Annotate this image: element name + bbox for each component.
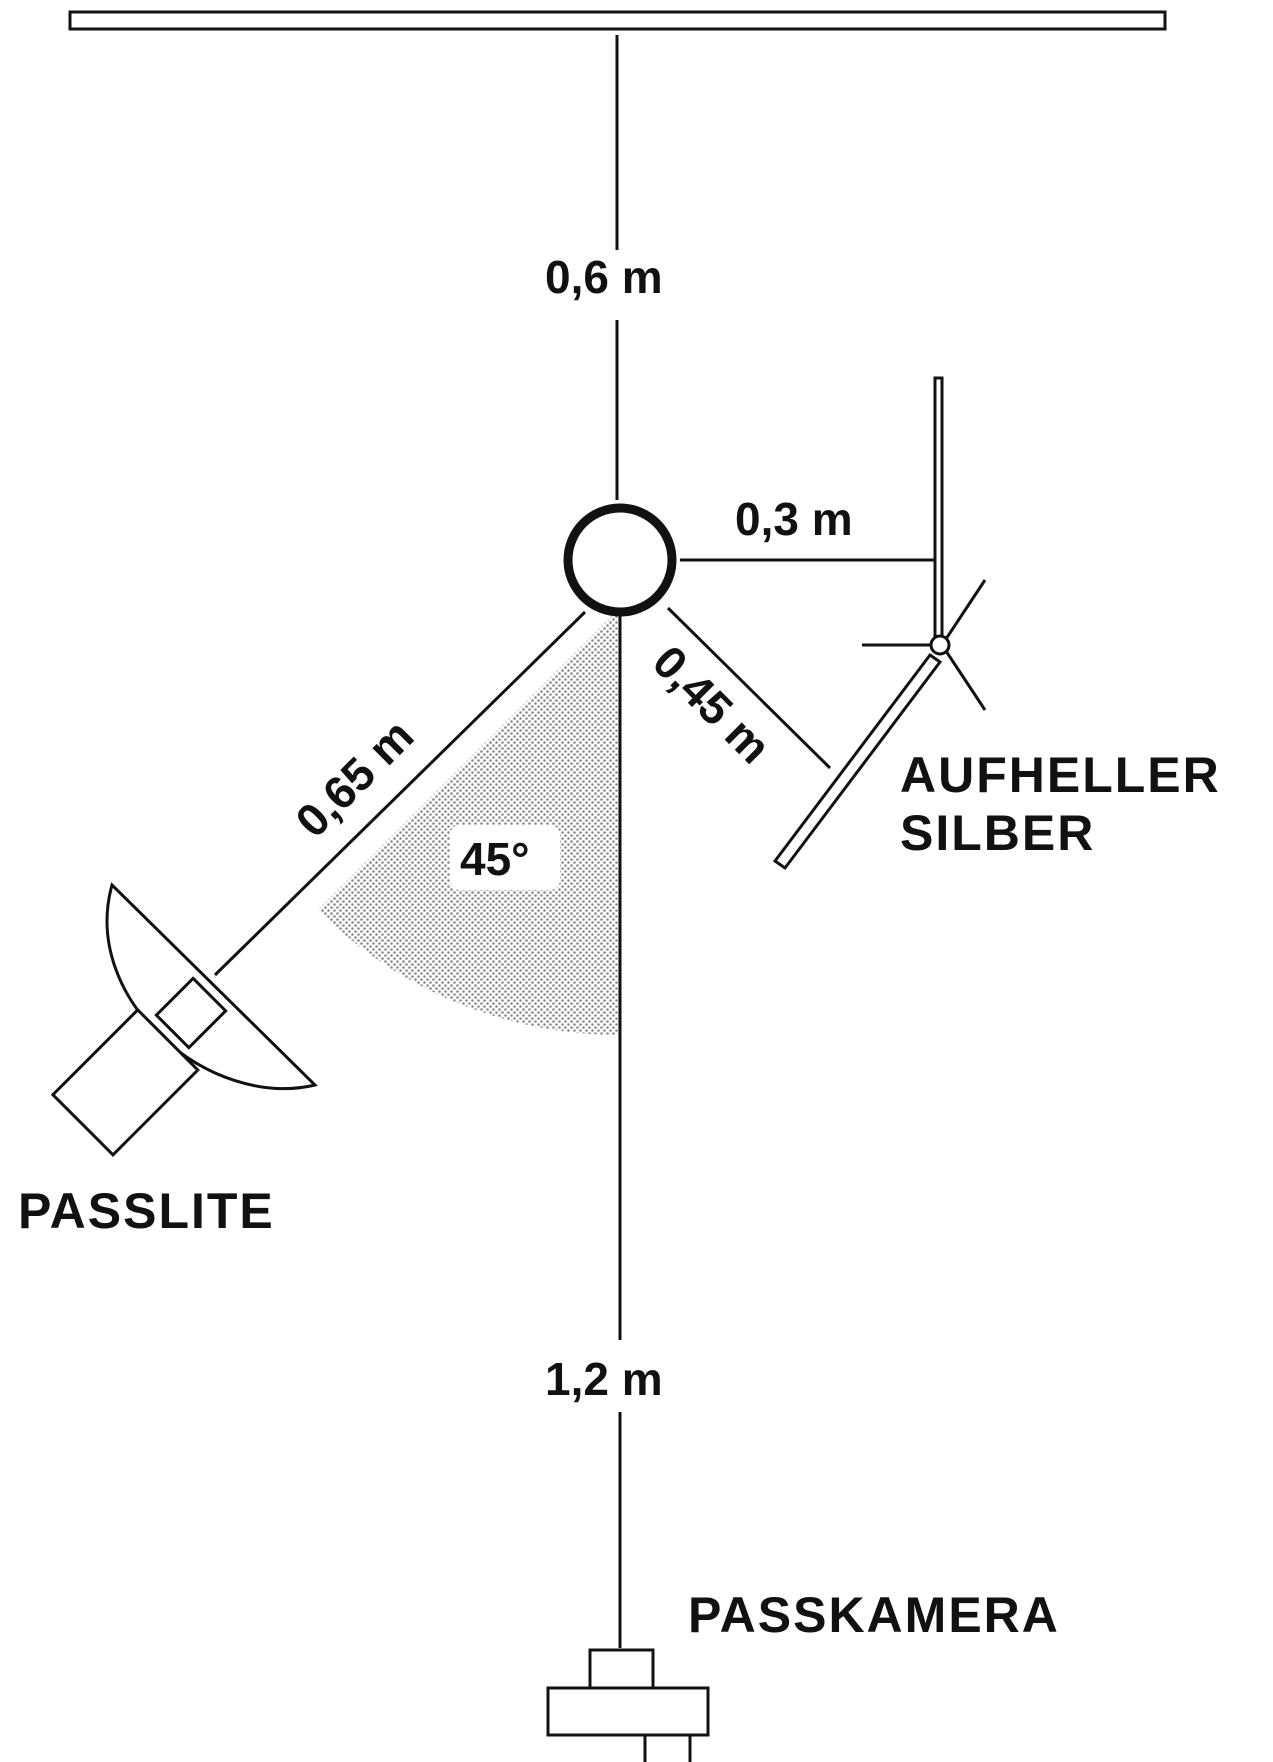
reflector-name-line2: SILBER xyxy=(900,805,1095,861)
reflector-stand xyxy=(772,376,987,871)
light-distance-line xyxy=(213,610,587,977)
subject-circle xyxy=(563,503,677,617)
camera-distance-label: 1,2 m xyxy=(545,1353,663,1405)
angle-label: 45° xyxy=(460,833,530,885)
angle-wedge xyxy=(318,608,620,1035)
reflector-distance-label: 0,3 m xyxy=(735,493,853,545)
passlite-light-icon xyxy=(50,882,318,1157)
passkamera-label: PASSKAMERA xyxy=(688,1587,1060,1643)
passkamera-camera-icon xyxy=(546,1648,710,1762)
background-wall xyxy=(68,10,1167,31)
wall-distance-label: 0,6 m xyxy=(545,251,663,303)
passlite-label: PASSLITE xyxy=(18,1183,275,1239)
reflector-name-line1: AUFHELLER xyxy=(900,747,1221,803)
reflector-diagonal-line xyxy=(666,606,832,770)
reflector-diagonal-label: 0,45 m xyxy=(643,635,781,773)
